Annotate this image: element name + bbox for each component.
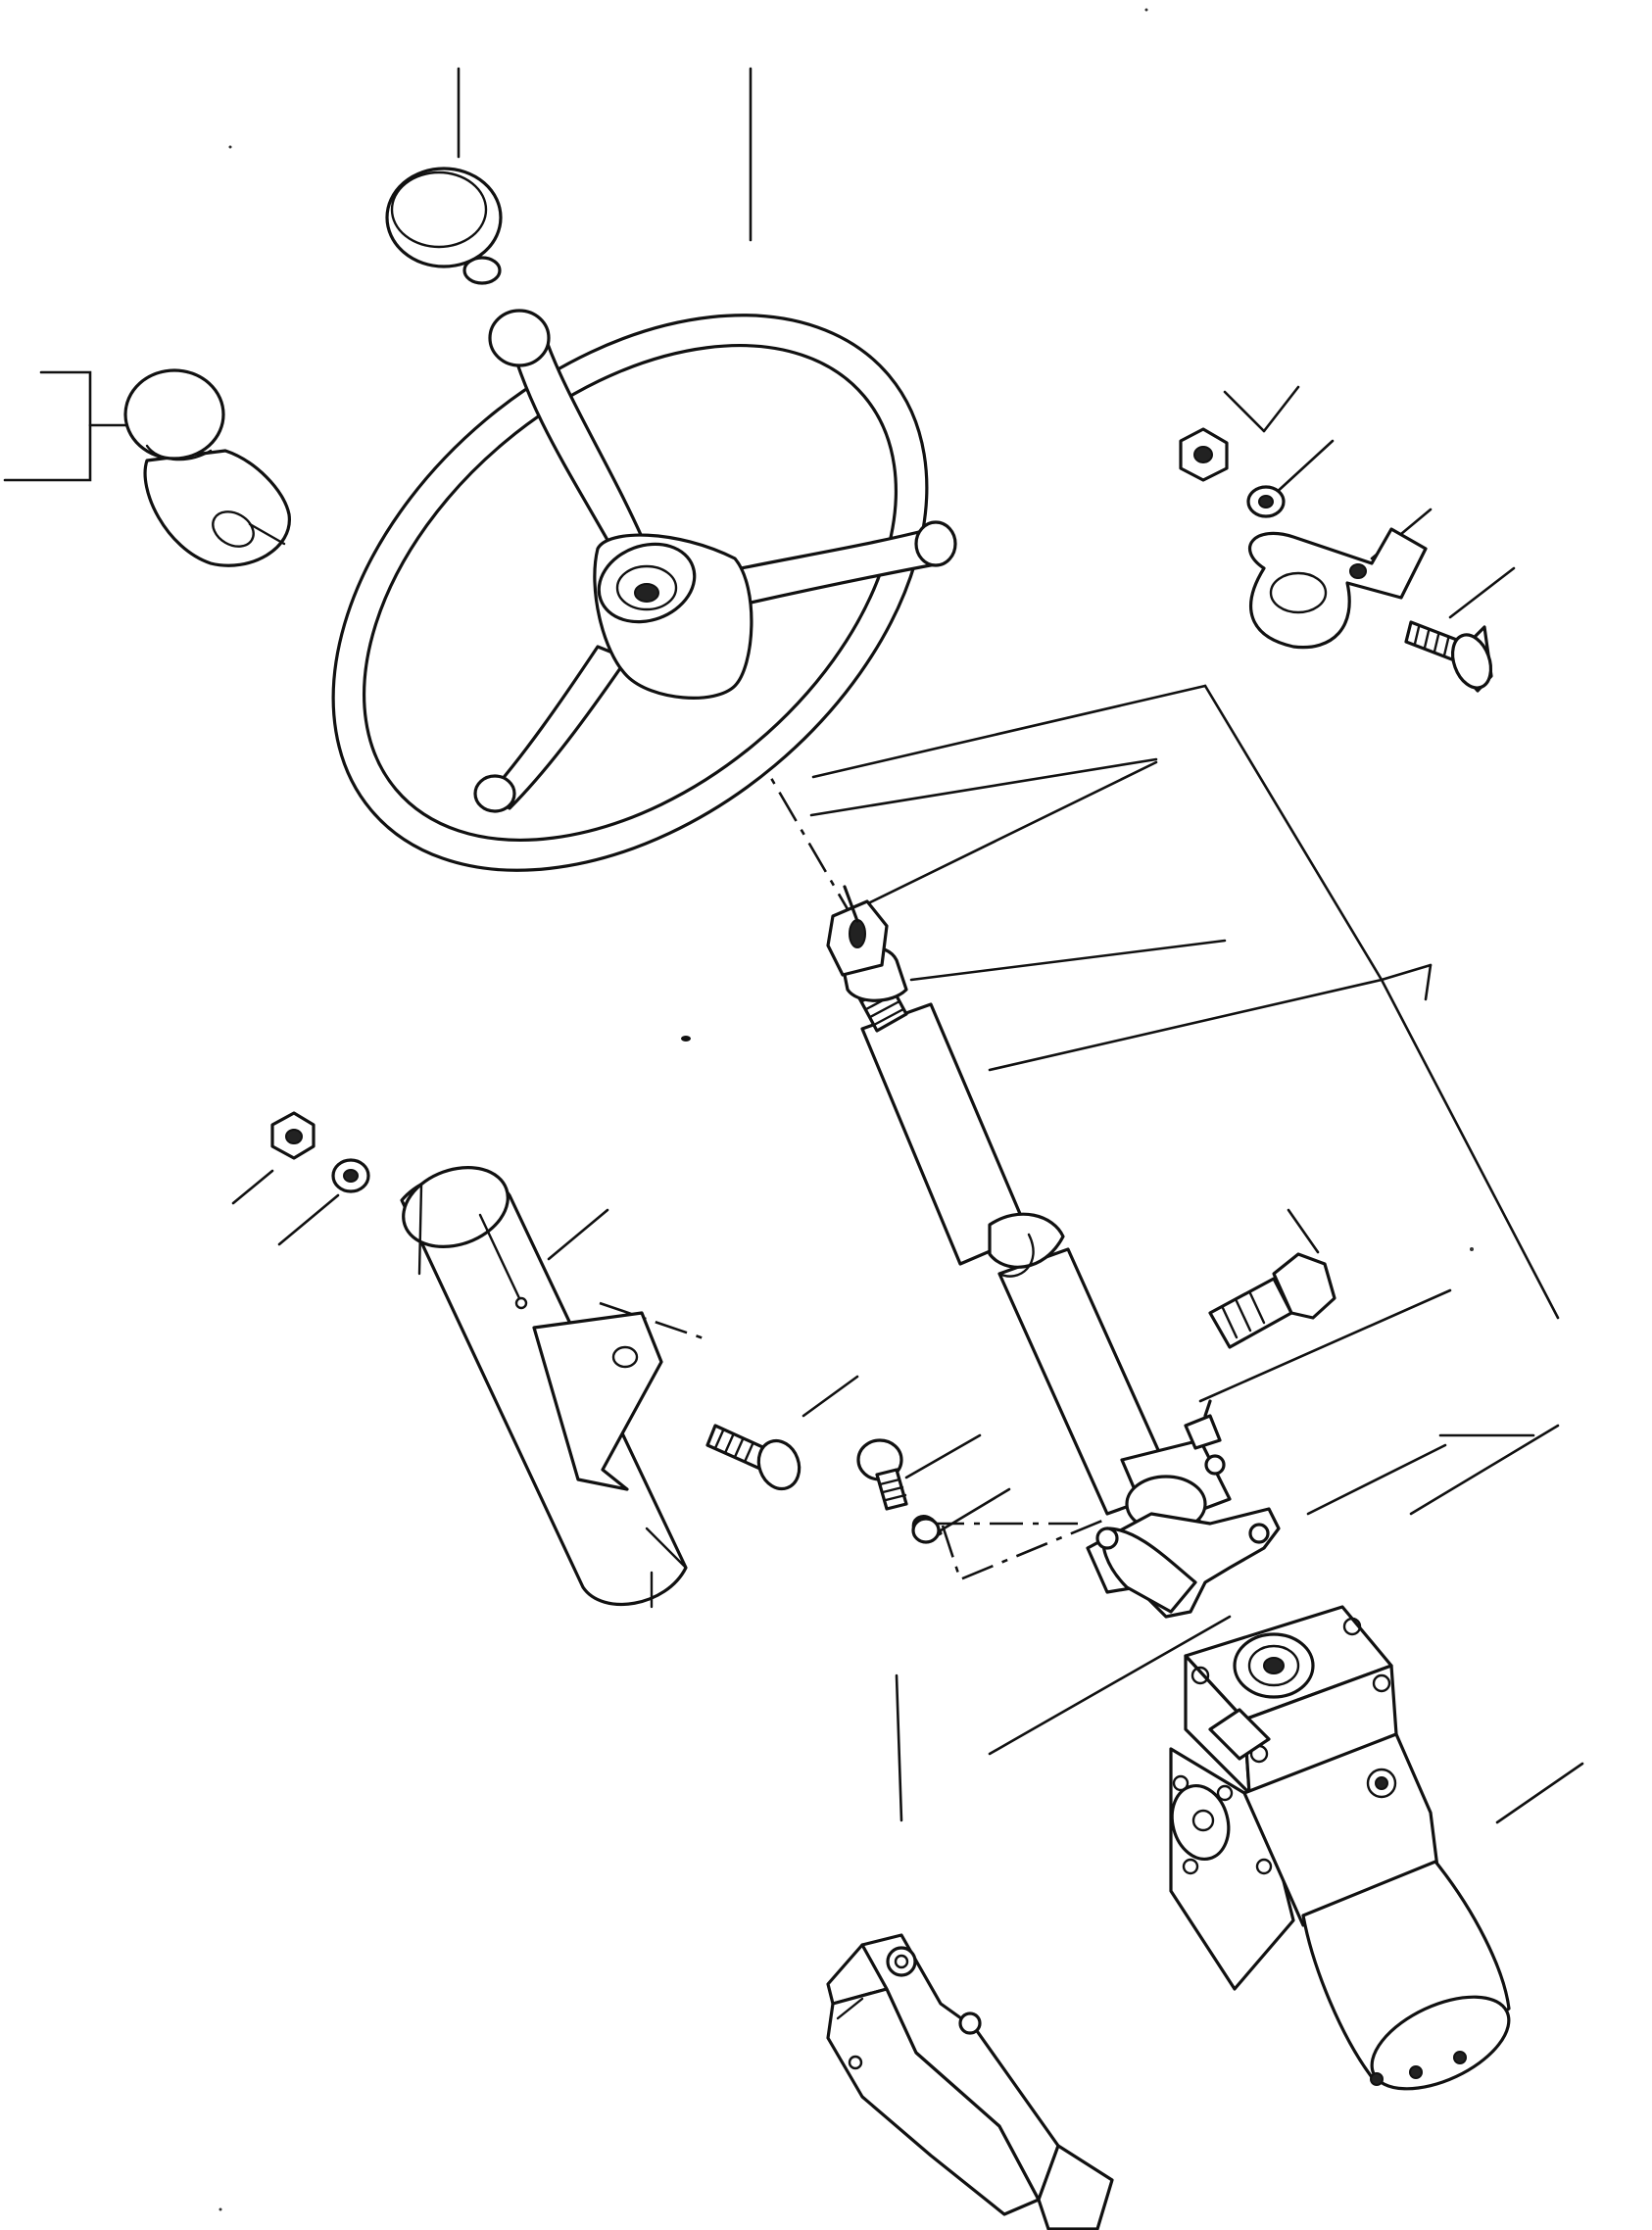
cover-tube-icon — [400, 1166, 688, 1609]
bracket-icon — [826, 1933, 1114, 2230]
mount-hardware — [856, 1438, 943, 1544]
bolt-icon — [856, 1438, 908, 1511]
spinner-knob-icon — [123, 368, 291, 567]
clamp-icon — [1248, 527, 1428, 650]
washer-icon — [911, 1515, 943, 1544]
leader-lines — [3, 67, 1584, 1824]
washer-icon — [331, 1158, 370, 1193]
bolt-icon — [705, 1424, 802, 1491]
washer-icon — [1246, 485, 1286, 518]
nut-icon — [270, 1111, 316, 1160]
fitting-icon — [1208, 1252, 1336, 1349]
bolt-icon — [1404, 620, 1493, 693]
clamp-hardware — [1179, 427, 1493, 693]
hydraulic-steering-unit-icon — [1169, 1605, 1511, 2091]
steering-column-icon — [826, 885, 1281, 1619]
column-outline-lines — [1409, 963, 1560, 1516]
steering-wheel-icon — [331, 309, 957, 872]
cover-hardware — [270, 1111, 370, 1193]
nut-icon — [1179, 427, 1229, 482]
horn-button-icon — [385, 167, 503, 285]
print-specks — [219, 8, 1474, 2211]
